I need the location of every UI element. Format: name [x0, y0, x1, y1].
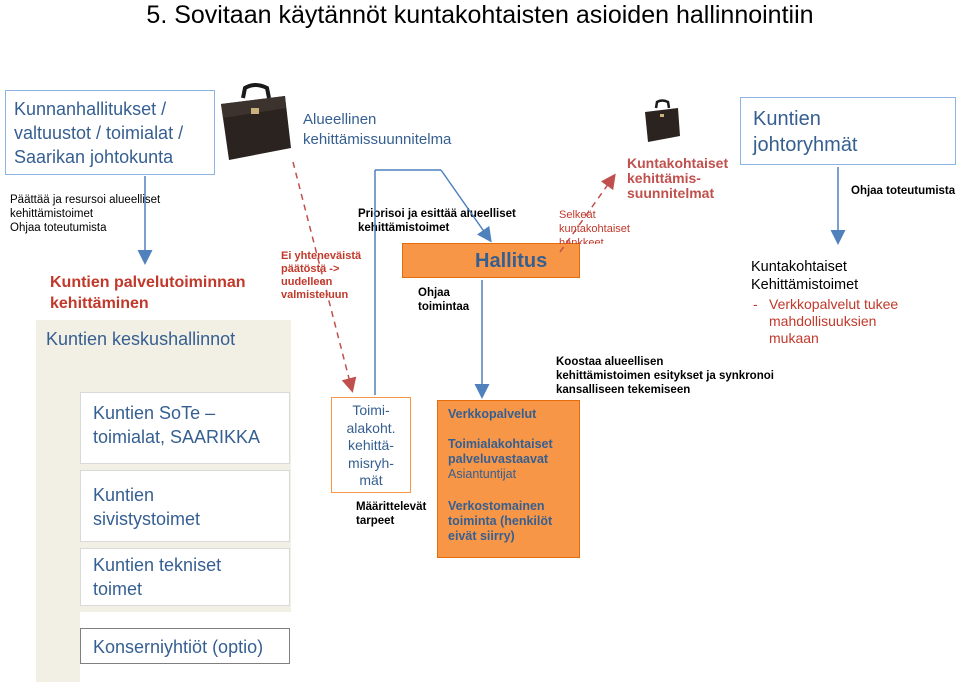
- municipal-actions-text: Verkkopalvelut tukee mahdollisuuksien mu…: [769, 296, 899, 346]
- briefcase-icon-small: [642, 98, 682, 146]
- briefcase-icon: [215, 78, 295, 168]
- network-services-box: Verkkopalvelut Toimialakohtaiset palvelu…: [437, 400, 580, 558]
- governance-box-text: Kunnanhallitukset / valtuustot / toimial…: [14, 99, 184, 167]
- sector-groups-text: Toimi- alakoht. kehittä- misryh- mät: [346, 402, 396, 488]
- experts-text: Asiantuntijat: [448, 467, 517, 481]
- konserni-box-text: Konserniyhtiöt (optio): [93, 637, 264, 657]
- regional-plan-label: Alueellinen kehittämissuunnitelma: [303, 111, 452, 148]
- governance-note: Päättää ja resursoi alueelliset kehittäm…: [10, 194, 161, 234]
- hallitus-box: Hallitus: [402, 243, 580, 278]
- rework-dashed-arrow: [292, 161, 357, 393]
- groups-note: Määrittelevät tarpeet: [356, 501, 427, 527]
- projects-dashed-arrow: [559, 173, 616, 253]
- technical-box-text: Kuntien tekniset toimet: [93, 555, 222, 599]
- admin-box-text: Kuntien keskushallinnot: [46, 329, 236, 349]
- municipal-actions-bullet: -: [753, 296, 758, 312]
- municipal-panel: [36, 382, 80, 682]
- sote-box: Kuntien SoTe – toimialat, SAARIKKA: [80, 392, 290, 464]
- page-title: 5. Sovitaan käytännöt kuntakohtaisten as…: [146, 1, 814, 29]
- sector-owners-text: Toimialakohtaiset palveluvastaavat: [448, 437, 553, 466]
- steer-action-note: Ohjaa toimintaa: [418, 287, 470, 313]
- collect-note: Koostaa alueellisen kehittämistoimen esi…: [556, 356, 774, 396]
- konserni-box: Konserniyhtiöt (optio): [80, 628, 290, 664]
- separate-projects-note: Selkeät kuntakohtaiset hankkeet: [559, 209, 630, 244]
- steer-implementation-note: Ohjaa toteutumista: [851, 185, 956, 197]
- prioritize-note: Priorisoi ja esittää alueelliset kehittä…: [358, 208, 516, 234]
- hallitus-label: Hallitus: [475, 250, 548, 272]
- governance-box: Kunnanhallitukset / valtuustot / toimial…: [5, 90, 215, 175]
- education-box-text: Kuntien sivistystoimet: [93, 485, 201, 529]
- leadership-groups-box: Kuntien johtoryhmät: [740, 97, 956, 165]
- leadership-groups-text: Kuntien johtoryhmät: [753, 108, 858, 156]
- network-services-title: Verkkopalvelut: [448, 407, 537, 421]
- sector-groups-box: Toimi- alakoht. kehittä- misryh- mät: [331, 397, 411, 493]
- municipal-actions-title: Kuntakohtaiset Kehittämistoimet: [751, 259, 859, 293]
- technical-box: Kuntien tekniset toimet: [80, 548, 290, 606]
- education-box: Kuntien sivistystoimet: [80, 470, 290, 542]
- development-label: Kuntien palvelutoiminnan kehittäminen: [50, 274, 246, 312]
- municipal-plans-label: Kuntakohtaiset kehittämis- suunnitelmat: [627, 155, 729, 201]
- no-common-decision-note: Ei yhteneväistä päätöstä -> uudelleen va…: [281, 250, 362, 301]
- admin-box: Kuntien keskushallinnot: [36, 320, 291, 382]
- sote-box-text: Kuntien SoTe – toimialat, SAARIKKA: [93, 403, 261, 447]
- prioritize-to-hallitus-arrow: [440, 169, 492, 243]
- network-operation-text: Verkostomainen toiminta (henkilöt eivät …: [448, 499, 553, 543]
